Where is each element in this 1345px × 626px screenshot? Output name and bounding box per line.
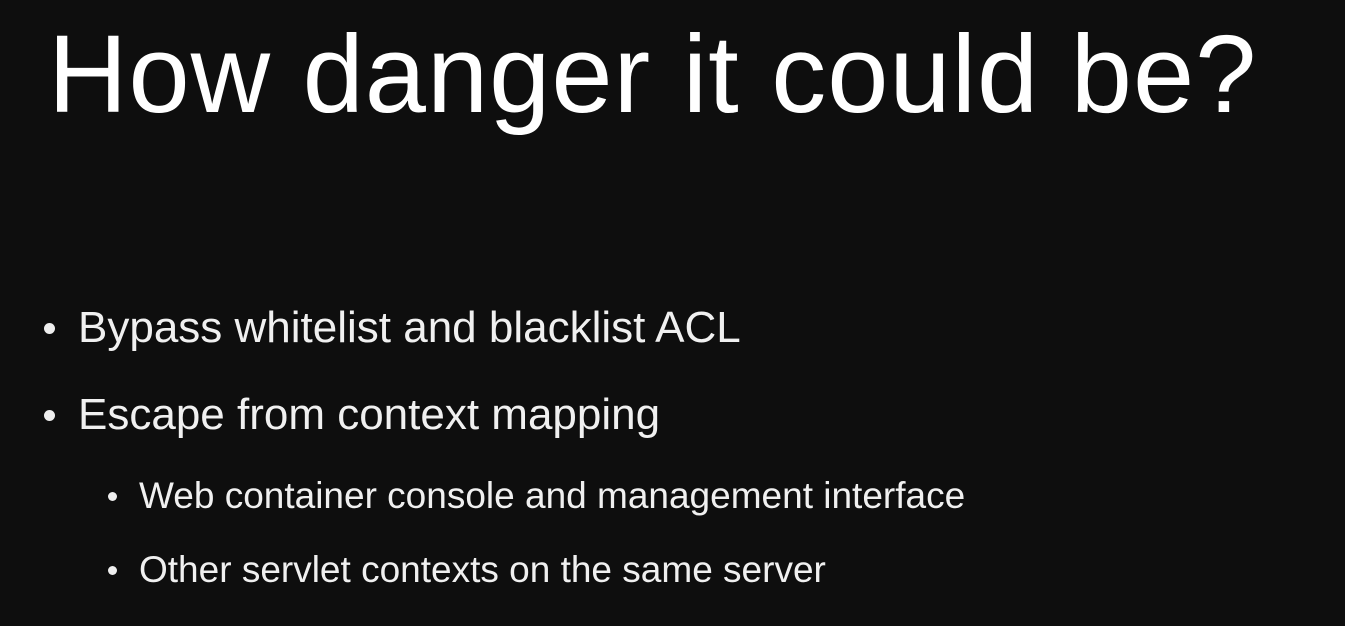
- sub-bullet-item: Other servlet contexts on the same serve…: [108, 549, 826, 591]
- bullet-dot-icon: [44, 322, 55, 334]
- slide-title: How danger it could be?: [48, 13, 1258, 136]
- bullet-dot-icon: [44, 409, 55, 421]
- bullet-text: Web container console and management int…: [139, 475, 966, 516]
- bullet-item: Escape from context mapping: [44, 390, 660, 440]
- bullet-text: Bypass whitelist and blacklist ACL: [78, 303, 741, 352]
- sub-bullet-item: Web container console and management int…: [108, 475, 965, 517]
- bullet-dot-icon: [108, 565, 117, 575]
- bullet-text: Escape from context mapping: [78, 390, 661, 439]
- bullet-text: Other servlet contexts on the same serve…: [139, 549, 826, 590]
- bullet-item: Bypass whitelist and blacklist ACL: [44, 303, 741, 353]
- bullet-dot-icon: [108, 491, 117, 501]
